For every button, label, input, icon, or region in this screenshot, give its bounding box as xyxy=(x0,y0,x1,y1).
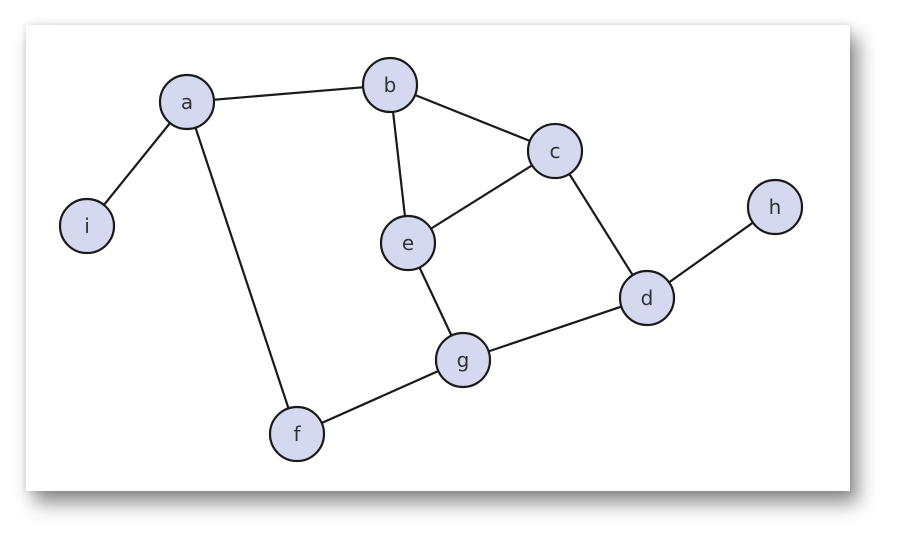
node-e: e xyxy=(379,214,437,272)
node-label-h: h xyxy=(769,195,782,219)
node-circle-g xyxy=(434,331,492,389)
node-label-d: d xyxy=(641,286,654,310)
node-circle-a xyxy=(158,73,216,131)
edge-c-e xyxy=(407,150,556,244)
node-label-i: i xyxy=(84,214,90,238)
edge-b-c xyxy=(389,83,556,153)
node-circle-d xyxy=(618,269,676,327)
node-h: h xyxy=(746,178,804,236)
node-i: i xyxy=(58,197,116,255)
edge-a-f xyxy=(185,101,299,435)
node-a: a xyxy=(158,73,216,131)
node-d: d xyxy=(618,269,676,327)
node-b: b xyxy=(361,56,419,114)
node-circle-b xyxy=(361,56,419,114)
node-label-g: g xyxy=(457,348,470,372)
node-f: f xyxy=(268,405,326,463)
edge-d-g xyxy=(462,296,648,362)
edge-a-b xyxy=(186,83,391,104)
node-circle-f xyxy=(268,405,326,463)
edge-g-f xyxy=(296,358,464,436)
node-c: c xyxy=(526,122,584,180)
node-label-f: f xyxy=(293,422,301,446)
node-label-e: e xyxy=(402,231,414,255)
node-circle-h xyxy=(746,178,804,236)
node-circle-i xyxy=(58,197,116,255)
edges-layer xyxy=(86,83,776,436)
node-label-c: c xyxy=(550,139,561,163)
node-circle-e xyxy=(379,214,437,272)
edge-c-d xyxy=(554,150,648,299)
node-label-b: b xyxy=(384,73,397,97)
node-circle-c xyxy=(526,122,584,180)
node-label-a: a xyxy=(181,90,193,114)
node-g: g xyxy=(434,331,492,389)
nodes-layer: a b c d e f g h i xyxy=(58,56,804,463)
